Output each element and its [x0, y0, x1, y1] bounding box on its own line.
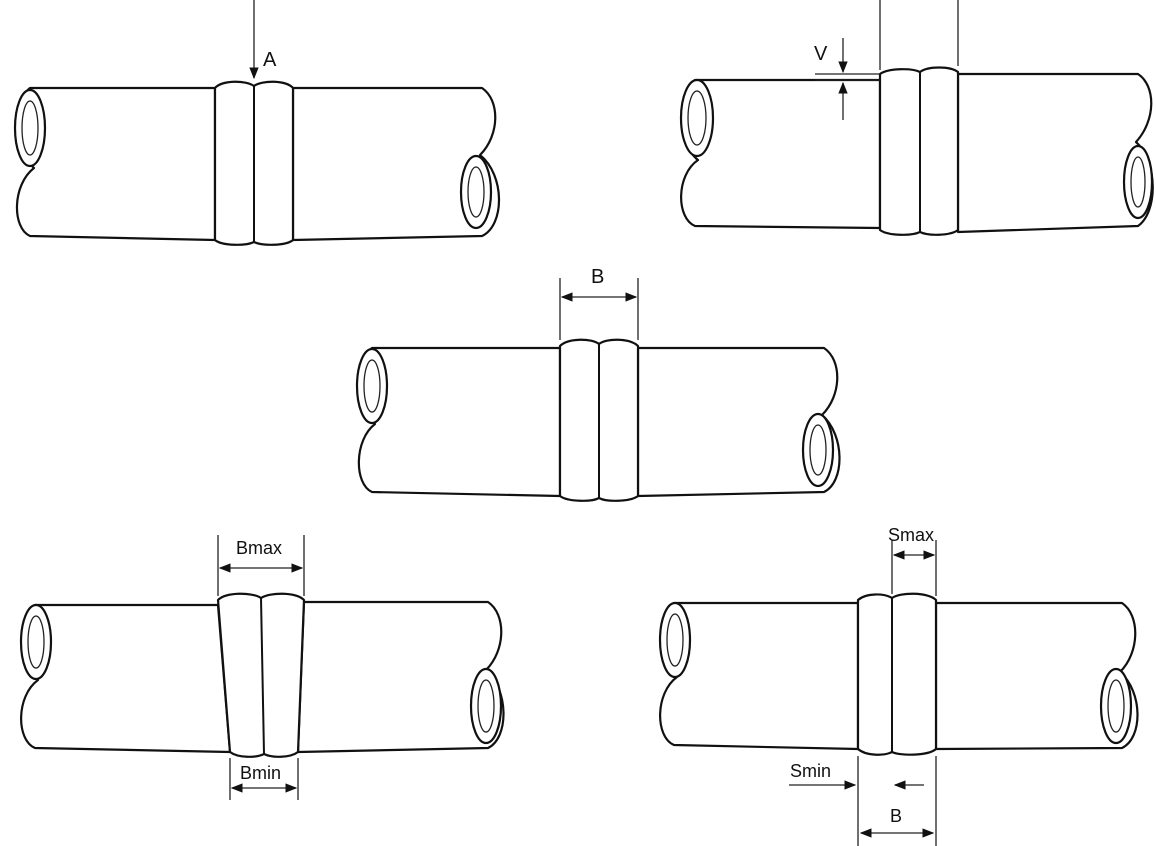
label-a: A: [263, 49, 277, 71]
pipe-panel-smax-smin: Smax Smin B: [658, 525, 1139, 846]
pipe-end-right: [459, 154, 493, 230]
pipe-panel-a: A: [13, 0, 501, 246]
label-bmin: Bmin: [240, 763, 281, 783]
pipe-end-right: [469, 667, 503, 745]
label-smax: Smax: [888, 525, 934, 545]
pipe-end-left: [679, 78, 715, 158]
pipe-end-right: [1099, 667, 1133, 745]
pipe-end-right: [1122, 144, 1154, 220]
pipe-end-left: [13, 88, 47, 168]
pipe-end-left: [658, 601, 692, 679]
pipe-body-right: [296, 600, 505, 754]
pipe-body-left: [20, 603, 232, 754]
pipe-body-right: [956, 72, 1154, 234]
pipe-body-left: [15, 86, 217, 242]
label-b: B: [591, 266, 604, 288]
pipe-end-left: [355, 347, 389, 425]
pipe-panel-b: B: [355, 266, 841, 502]
label-bmax: Bmax: [236, 538, 282, 558]
pipe-body-left: [357, 346, 562, 498]
pipe-body-right: [291, 86, 501, 242]
pipe-panel-v: V: [679, 0, 1154, 236]
pipe-end-left: [19, 603, 53, 681]
weld-bead-tapered: [216, 592, 306, 758]
label-v: V: [814, 43, 828, 65]
weld-bead-offset: [856, 592, 938, 756]
pipe-end-right: [801, 412, 835, 488]
pipe-panel-bmax-bmin: Bmax Bmin: [19, 535, 505, 800]
label-smin: Smin: [790, 761, 831, 781]
label-b-bottom: B: [890, 806, 902, 826]
